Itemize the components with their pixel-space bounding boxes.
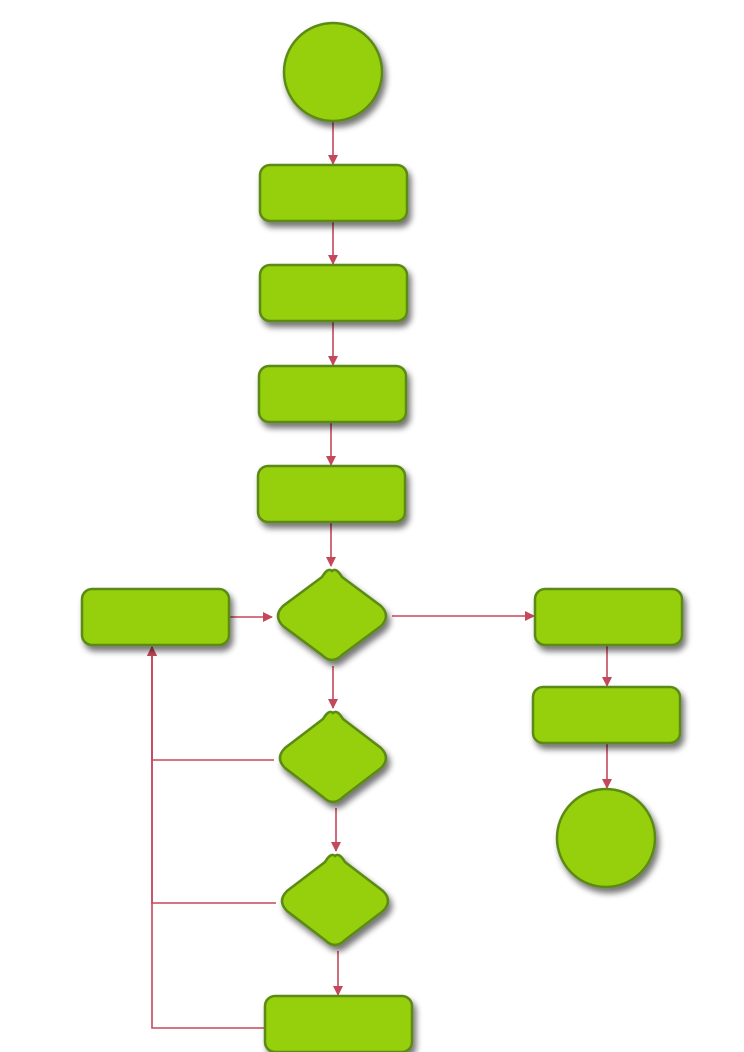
step5-shape xyxy=(263,994,414,1052)
nodes-layer xyxy=(80,21,684,1052)
node-step3 xyxy=(257,364,408,424)
node-start xyxy=(282,21,384,123)
node-end xyxy=(555,787,657,889)
node-decision1 xyxy=(276,568,388,662)
end-shape xyxy=(555,787,657,889)
start-shape xyxy=(282,21,384,123)
edges-layer xyxy=(147,121,612,1029)
right1-shape xyxy=(533,587,684,647)
step3-shape xyxy=(257,364,408,424)
decision2-shape xyxy=(278,710,388,804)
step1-shape xyxy=(258,163,409,223)
decision3-shape xyxy=(280,853,390,947)
edge-step5-to-loop-box xyxy=(147,646,264,1029)
edge-decision2-to-loop-box xyxy=(147,646,274,761)
node-step1 xyxy=(258,163,409,223)
step4-shape xyxy=(256,464,407,524)
node-right1 xyxy=(533,587,684,647)
loop-box-shape xyxy=(80,587,231,647)
node-step2 xyxy=(258,263,409,323)
node-decision2 xyxy=(278,710,388,804)
decision1-shape xyxy=(276,568,388,662)
node-step5 xyxy=(263,994,414,1052)
node-right2 xyxy=(531,685,682,745)
step2-shape xyxy=(258,263,409,323)
node-decision3 xyxy=(280,853,390,947)
node-step4 xyxy=(256,464,407,524)
right2-shape xyxy=(531,685,682,745)
node-loop-box xyxy=(80,587,231,647)
edge-decision3-to-loop-box xyxy=(147,646,276,904)
